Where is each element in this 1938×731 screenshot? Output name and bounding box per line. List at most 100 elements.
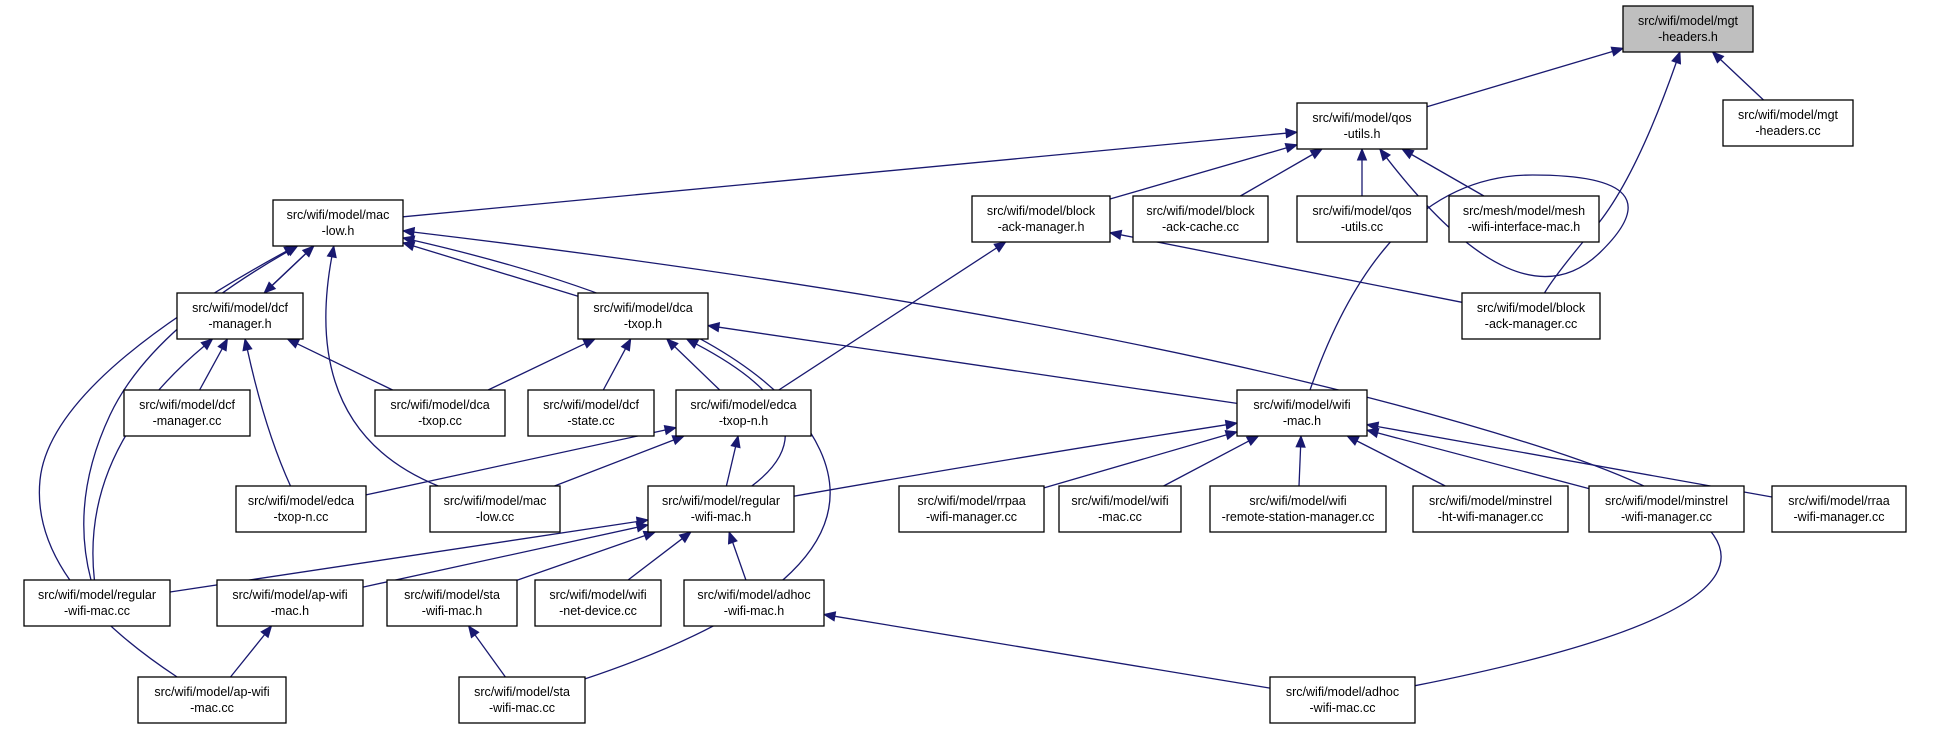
node-minht_cc[interactable]: src/wifi/model/minstrel-ht-wifi-manager.…	[1412, 485, 1569, 533]
node-rrpaa_cc[interactable]: src/wifi/model/rrpaa-wifi-manager.cc	[898, 485, 1045, 533]
node-dca_h[interactable]: src/wifi/model/dca-txop.h	[577, 292, 709, 340]
edge-line	[474, 634, 506, 678]
node-regular_cc[interactable]: src/wifi/model/regular-wifi-mac.cc	[23, 579, 171, 627]
arrowhead-icon	[582, 338, 597, 349]
edge-bac_cc-to-qos_h	[1240, 148, 1324, 197]
node-bam_cc[interactable]: src/wifi/model/block-ack-manager.cc	[1461, 292, 1601, 340]
node-regular_h[interactable]: src/wifi/model/regular-wifi-mac.h	[647, 485, 795, 533]
node-wifimac_cc[interactable]: src/wifi/model/wifi-mac.cc	[1058, 485, 1182, 533]
node-mgt_h[interactable]: src/wifi/model/mgt -headers.h	[1622, 5, 1754, 53]
arrowhead-icon	[1671, 50, 1682, 65]
edge-line	[793, 424, 1227, 497]
node-box	[23, 579, 171, 627]
node-label-line: src/wifi/model/mgt	[1638, 14, 1739, 28]
node-label-line: src/wifi/model/dcf	[139, 398, 235, 412]
node-bam_h[interactable]: src/wifi/model/block-ack-manager.h	[971, 195, 1111, 243]
node-box	[1622, 5, 1754, 53]
edge-line	[718, 326, 1238, 405]
node-label-line: src/wifi/model/qos	[1312, 204, 1411, 218]
node-ap_cc[interactable]: src/wifi/model/ap-wifi-mac.cc	[137, 676, 287, 724]
arrowhead-icon	[822, 611, 837, 622]
node-netdev_cc[interactable]: src/wifi/model/wifi-net-device.cc	[534, 579, 662, 627]
node-label-line: -txop-n.h	[719, 414, 768, 428]
node-maclow_cc[interactable]: src/wifi/model/mac-low.cc	[429, 485, 561, 533]
node-box	[386, 579, 518, 627]
node-bac_cc[interactable]: src/wifi/model/block-ack-cache.cc	[1132, 195, 1269, 243]
node-edca_h[interactable]: src/wifi/model/edca -txop-n.h	[675, 389, 812, 437]
node-label-line: -mac.h	[271, 604, 309, 618]
edge-sta_cc-to-sta_h	[467, 624, 506, 678]
arrowhead-icon	[286, 338, 301, 349]
node-label-line: src/wifi/model/block	[1477, 301, 1586, 315]
arrowhead-icon	[1224, 419, 1239, 431]
node-adhoc_cc[interactable]: src/wifi/model/adhoc-wifi-mac.cc	[1269, 676, 1416, 724]
arrowhead-icon	[1356, 147, 1368, 161]
arrowhead-icon	[1295, 434, 1306, 448]
node-label-line: -mac.cc	[1098, 510, 1142, 524]
edge-line	[1043, 434, 1227, 489]
node-label-line: src/wifi/model/rraa	[1788, 494, 1889, 508]
edge-wifimac_cc-to-wifimac_h	[1163, 435, 1260, 487]
node-label-line: src/wifi/model/regular	[38, 588, 156, 602]
node-box	[683, 579, 825, 627]
node-mesh_cc[interactable]: src/mesh/model/mesh -wifi-interface-mac.h	[1448, 195, 1600, 243]
node-label-line: src/wifi/model/wifi	[1249, 494, 1346, 508]
arrowhead-icon	[1108, 229, 1123, 241]
edge-line	[362, 526, 638, 588]
node-min_cc[interactable]: src/wifi/model/minstrel-wifi-manager.cc	[1588, 485, 1745, 533]
node-label-line: src/mesh/model/mesh	[1463, 204, 1585, 218]
node-dcfstate_cc[interactable]: src/wifi/model/dcf-state.cc	[527, 389, 655, 437]
edge-line	[516, 534, 646, 581]
node-qos_cc[interactable]: src/wifi/model/qos-utils.cc	[1296, 195, 1428, 243]
edge-line	[1163, 440, 1250, 487]
node-rsm_cc[interactable]: src/wifi/model/wifi-remote-station-manag…	[1209, 485, 1387, 533]
node-label-line: -wifi-mac.cc	[489, 701, 555, 715]
edge-maclow_cc-to-edca_h	[554, 435, 686, 487]
node-label-line: src/wifi/model/edca	[690, 398, 796, 412]
edge-line	[1356, 440, 1446, 487]
node-edca_cc[interactable]: src/wifi/model/edca-txop-n.cc	[235, 485, 367, 533]
node-label-line: src/wifi/model/mgt	[1738, 108, 1839, 122]
node-label-line: -ack-manager.h	[998, 220, 1085, 234]
edge-adhoc_h-to-regular_h	[727, 530, 747, 581]
node-box	[1461, 292, 1601, 340]
node-adhoc_h[interactable]: src/wifi/model/adhoc-wifi-mac.h	[683, 579, 825, 627]
node-label-line: -wifi-interface-mac.h	[1468, 220, 1581, 234]
edge-line	[413, 245, 579, 297]
arrowhead-icon	[1365, 421, 1380, 432]
edge-line	[297, 343, 393, 391]
node-mgt_cc[interactable]: src/wifi/model/mgt-headers.cc	[1722, 99, 1854, 147]
arrowhead-icon	[1610, 46, 1625, 57]
node-label-line: -ack-cache.cc	[1162, 220, 1239, 234]
arrowhead-icon	[263, 281, 277, 294]
node-sta_cc[interactable]: src/wifi/model/sta-wifi-mac.cc	[458, 676, 586, 724]
node-rraa_cc[interactable]: src/wifi/model/rraa-wifi-manager.cc	[1771, 485, 1907, 533]
node-wifimac_h[interactable]: src/wifi/model/wifi-mac.h	[1236, 389, 1368, 437]
node-qos_h[interactable]: src/wifi/model/qos-utils.h	[1296, 102, 1428, 150]
node-label-line: -manager.cc	[153, 414, 222, 428]
node-dcf_cc[interactable]: src/wifi/model/dcf -manager.cc	[123, 389, 251, 437]
node-label-line: src/wifi/model/adhoc	[1286, 685, 1399, 699]
edge-dca_cc-to-dca_h	[487, 338, 597, 391]
node-dca_cc[interactable]: src/wifi/model/dca-txop.cc	[374, 389, 506, 437]
node-box	[534, 579, 662, 627]
edge-line	[725, 446, 737, 487]
node-box	[647, 485, 795, 533]
node-label-line: -wifi-manager.cc	[926, 510, 1017, 524]
node-box	[1412, 485, 1569, 533]
node-label-line: -headers.h	[1658, 30, 1718, 44]
node-box	[272, 199, 404, 247]
node-box	[577, 292, 709, 340]
node-sta_h[interactable]: src/wifi/model/sta-wifi-mac.h	[386, 579, 518, 627]
node-box	[1296, 195, 1428, 243]
node-box	[1588, 485, 1745, 533]
node-mac_low_h[interactable]: src/wifi/model/mac-low.h	[272, 199, 404, 247]
node-label-line: -txop-n.cc	[274, 510, 329, 524]
node-dcf_h[interactable]: src/wifi/model/dcf-manager.h	[176, 292, 304, 340]
node-label-line: src/wifi/model/dcf	[192, 301, 288, 315]
node-ap_h[interactable]: src/wifi/model/ap-wifi-mac.h	[216, 579, 364, 627]
nodes-layer: src/wifi/model/mgt-headers.hsrc/wifi/mod…	[23, 5, 1907, 724]
edge-qos_h-to-mgt_h	[1426, 46, 1625, 108]
node-label-line: -wifi-manager.cc	[1621, 510, 1712, 524]
edge-mac_low_h-to-qos_h	[402, 128, 1299, 218]
